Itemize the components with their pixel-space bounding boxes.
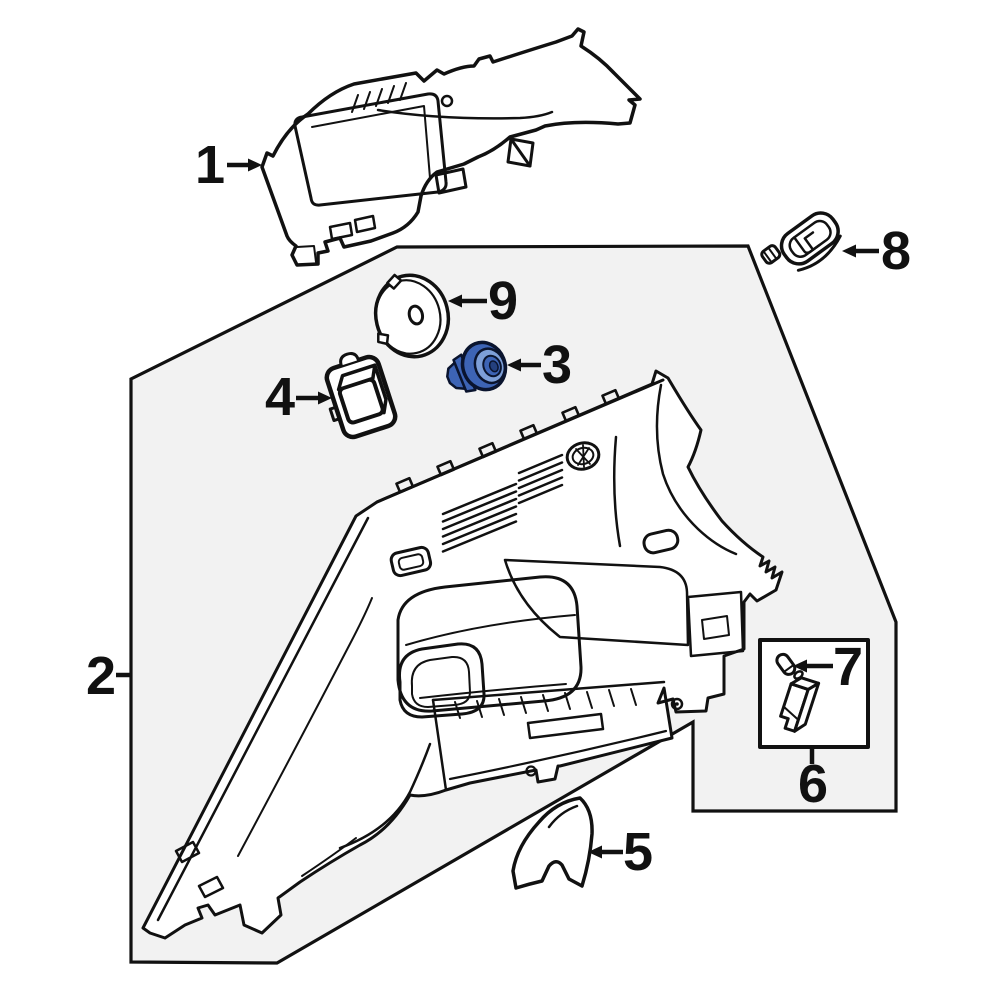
callout-3-label: 3 — [542, 335, 572, 395]
bracket-crease — [782, 705, 800, 721]
panel-pillar-contour — [237, 597, 373, 857]
callout-8: 8 — [842, 221, 911, 281]
lamp-lens-side — [373, 363, 388, 415]
disc-tab-left — [377, 332, 390, 346]
callout-7: 7 — [793, 637, 863, 697]
part-4-cargo-lamp — [324, 352, 398, 440]
callout-5-arrow-head — [588, 845, 602, 859]
callout-4-label: 4 — [265, 367, 295, 427]
callout-9: 9 — [448, 271, 518, 331]
arch-curve-2 — [301, 837, 357, 877]
callout-6: 6 — [798, 747, 828, 814]
emblem-outer — [565, 441, 601, 471]
slot-right-shape — [642, 528, 680, 555]
vent-grille-right — [517, 453, 564, 505]
part-2-quarter-trim-panel — [141, 369, 784, 940]
screw-hole-right-pin — [675, 702, 679, 706]
tray-slot — [526, 712, 605, 740]
clip-center-hole — [488, 360, 499, 373]
cover-outline — [511, 796, 594, 890]
disc-center-hole — [407, 304, 425, 326]
part-8-luggage-hook — [760, 211, 842, 272]
right-step — [686, 590, 745, 658]
arch-cup-inner — [410, 655, 471, 708]
panel-hole-left — [389, 545, 433, 578]
cover-inner-line — [547, 804, 579, 829]
callout-8-label: 8 — [881, 221, 911, 281]
callout-3-arrow-head — [507, 358, 521, 372]
tray-bottom-lip — [448, 729, 668, 781]
part-9-grommet-disc — [373, 273, 451, 359]
shelf-surface — [503, 558, 690, 647]
panel-cpillar-inner — [655, 383, 738, 556]
screw-hole-bottom — [525, 765, 537, 777]
callout-2: 2 — [86, 646, 130, 706]
panel-top-tabs — [395, 388, 621, 494]
bolster-outline — [396, 575, 583, 713]
pillar-trim-hole — [440, 94, 454, 108]
callout-1-label: 1 — [195, 135, 225, 195]
callout-3: 3 — [507, 335, 572, 395]
panel-slot-right — [642, 528, 680, 555]
pillar-trim-window-inner — [311, 105, 431, 179]
screw-hole-right — [670, 697, 684, 711]
callout-7-label: 7 — [833, 637, 863, 697]
callout-8-arrow-head — [842, 244, 856, 258]
pillar-trim-outline — [260, 27, 642, 267]
callout-5: 5 — [588, 822, 653, 882]
lamp-top-notch — [339, 352, 360, 368]
speaker-emblem — [565, 441, 601, 471]
part-5-cover — [511, 796, 594, 890]
callout-4-arrow-head — [318, 391, 332, 405]
part-6-lamp-bracket — [779, 676, 821, 733]
pillar-trim-curve — [376, 108, 554, 120]
right-step-hole — [701, 615, 730, 640]
hook-body — [779, 211, 840, 266]
bolster-creases — [405, 614, 576, 699]
bulb-base-line — [782, 663, 795, 673]
inset-box-6-7 — [758, 638, 870, 749]
pillar-trim-square-hole — [506, 137, 535, 168]
callout-9-arrow-head — [448, 294, 462, 308]
callout-2-label: 2 — [86, 646, 116, 706]
bulb-capsule — [775, 652, 797, 676]
callout-5-label: 5 — [623, 822, 653, 882]
part-3-retainer-clip — [446, 340, 508, 393]
callout-6-label: 6 — [798, 754, 828, 814]
pillar-trim-ribs — [351, 82, 407, 113]
hook-flange — [796, 234, 842, 272]
hook-jbar — [792, 231, 821, 255]
pillar-trim-foot-line — [296, 245, 317, 263]
vent-grille-left — [441, 482, 518, 553]
lamp-left-notch — [328, 405, 342, 423]
callout-9-label: 9 — [488, 271, 518, 331]
hook-stud-lines — [762, 246, 778, 264]
arch-cup-outer — [397, 642, 486, 719]
panel-outline — [141, 369, 784, 940]
panel-front-edge-inner — [156, 516, 370, 922]
callout-7-arrow-head — [793, 659, 807, 673]
panel-fold-crease — [612, 435, 622, 548]
emblem-inner — [571, 446, 595, 466]
arch-curve-1 — [338, 742, 432, 850]
pillar-trim-slot — [434, 167, 468, 195]
emblem-spokes — [575, 444, 591, 468]
disc-tab-top — [386, 273, 403, 290]
pillar-trim-lower-slots — [328, 214, 377, 241]
tray-top-edge — [431, 680, 666, 702]
bracket-side — [793, 681, 821, 733]
hole-left-inner — [397, 553, 425, 571]
callout-1: 1 — [195, 135, 262, 195]
callout-1-arrow-head — [248, 158, 262, 172]
callout-4: 4 — [265, 367, 332, 427]
pillar-bumps — [174, 840, 225, 899]
part-1-pillar-trim — [260, 27, 642, 267]
